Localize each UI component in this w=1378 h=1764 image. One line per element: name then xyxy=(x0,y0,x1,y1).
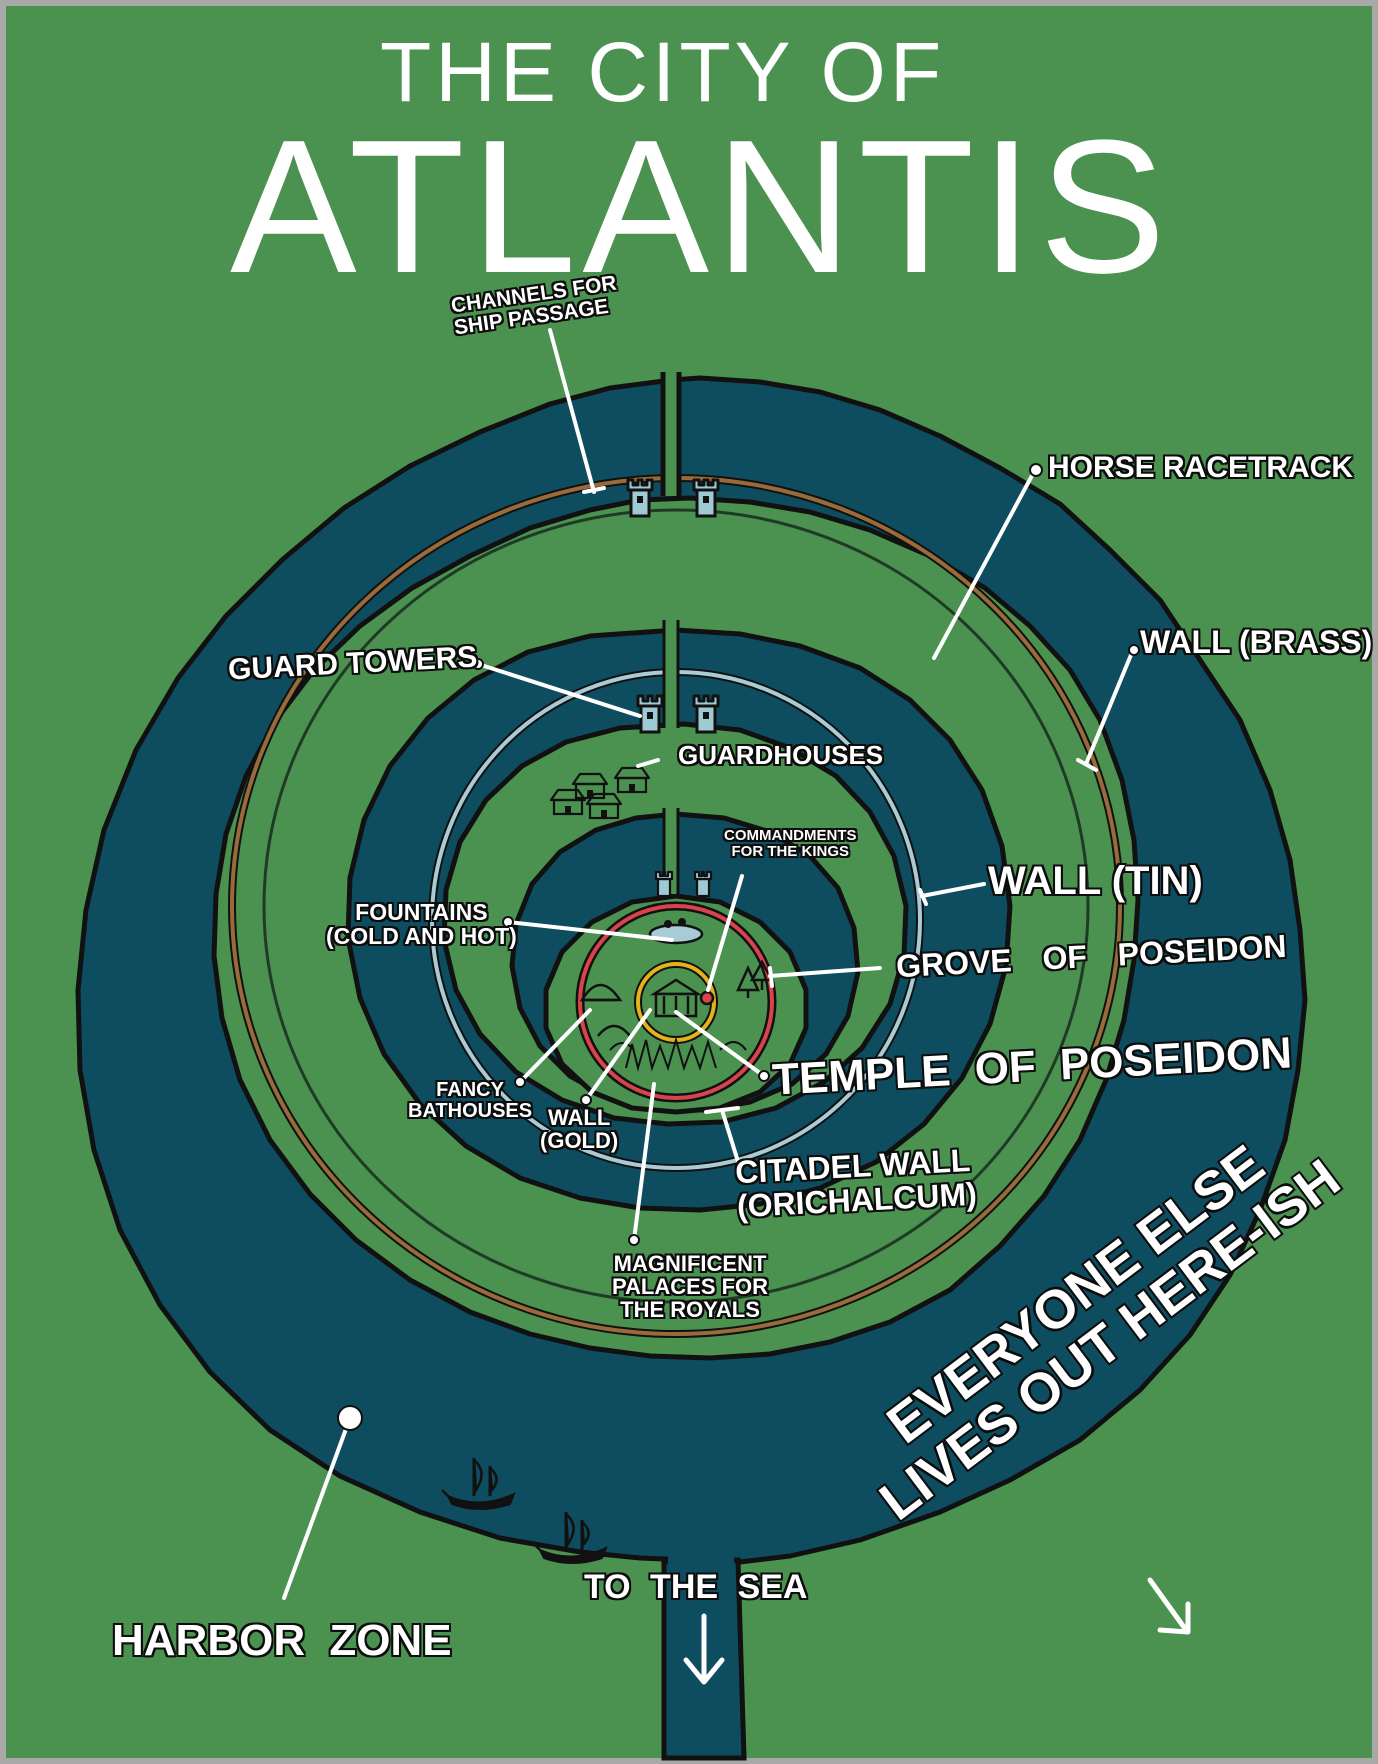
label-harbor-zone: HARBOR ZONE xyxy=(112,1616,452,1665)
label-commandments: COMMANDMENTS FOR THE KINGS xyxy=(724,827,857,860)
arrow-down-icon xyxy=(683,1577,1191,1685)
label-bathouses: FANCY BATHOUSES xyxy=(408,1079,533,1122)
label-guardhouses: GUARDHOUSES xyxy=(678,740,884,770)
label-fountains: FOUNTAINS (COLD AND HOT) xyxy=(326,899,517,950)
label-wall-brass: WALL (BRASS) xyxy=(1140,624,1373,660)
temple-icon xyxy=(649,978,715,1018)
label-wall-gold: WALL (GOLD) xyxy=(540,1105,619,1154)
page-title: ATLANTIS xyxy=(230,101,1172,313)
bathhouse-icon xyxy=(579,983,631,1037)
leader-lines xyxy=(282,328,1135,1600)
label-citadel-wall: CITADEL WALL (ORICHALCUM) xyxy=(734,1142,978,1224)
title-line-1: THE CITY OF xyxy=(380,25,946,119)
racetrack-ring xyxy=(262,508,1090,1304)
label-to-the-sea: TO THE SEA xyxy=(584,1568,808,1606)
leader-dots xyxy=(337,463,1140,1431)
tree-icon xyxy=(736,959,775,998)
label-palaces: MAGNIFICENT PALACES FOR THE ROYALS xyxy=(612,1251,769,1323)
label-wall-tin: WALL (TIN) xyxy=(988,859,1203,903)
channel-north xyxy=(660,372,682,496)
label-horse-racetrack: HORSE RACETRACK xyxy=(1048,451,1354,484)
